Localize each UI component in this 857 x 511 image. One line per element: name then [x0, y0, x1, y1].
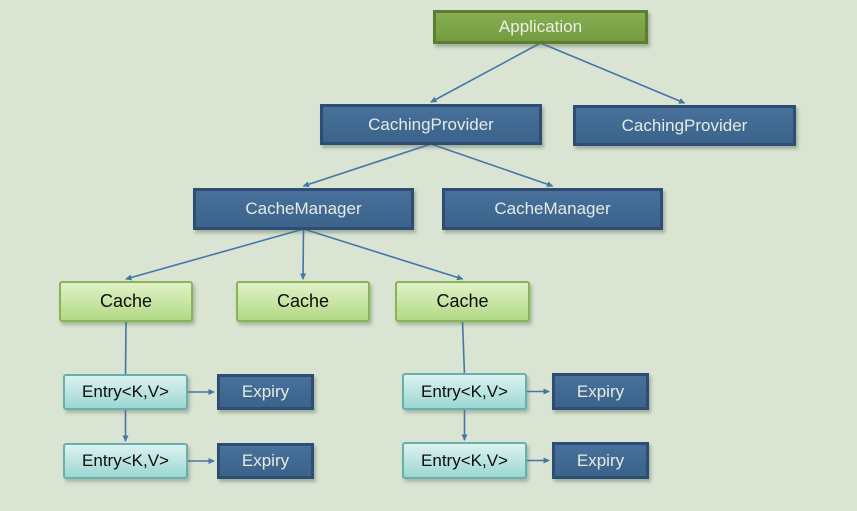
node-cache-1: Cache — [59, 281, 193, 322]
node-cache-manager-1: CacheManager — [193, 188, 414, 230]
edge-cache_3-to-entry_r1 — [461, 320, 466, 376]
node-cache-manager-2: CacheManager — [442, 188, 663, 230]
edge-cache_manager_1-to-cache_1 — [125, 228, 304, 281]
node-cache-2: Cache — [236, 281, 370, 322]
node-entry-right-1: Entry<K,V> — [402, 373, 527, 410]
node-expiry-right-2: Expiry — [552, 442, 649, 479]
node-entry-left-2: Entry<K,V> — [63, 443, 188, 479]
edge-cache_manager_1-to-cache_2 — [300, 228, 307, 280]
edge-cache_1-to-entry_l1 — [124, 320, 127, 377]
edge-caching_provider_1-to-cache_manager_2 — [430, 143, 554, 188]
node-entry-right-2: Entry<K,V> — [402, 442, 527, 479]
node-entry-left-1: Entry<K,V> — [63, 374, 188, 410]
edge-application-to-caching_provider_1 — [430, 42, 541, 103]
node-expiry-left-1: Expiry — [217, 374, 314, 410]
node-caching-provider-2: CachingProvider — [573, 105, 796, 146]
edge-caching_provider_1-to-cache_manager_1 — [302, 143, 432, 188]
node-application: Application — [433, 10, 648, 44]
edge-application-to-caching_provider_2 — [540, 42, 686, 104]
edge-cache_manager_1-to-cache_3 — [303, 228, 464, 281]
node-cache-3: Cache — [395, 281, 530, 322]
node-expiry-left-2: Expiry — [217, 443, 314, 479]
node-caching-provider-1: CachingProvider — [320, 104, 542, 145]
node-expiry-right-1: Expiry — [552, 373, 649, 410]
